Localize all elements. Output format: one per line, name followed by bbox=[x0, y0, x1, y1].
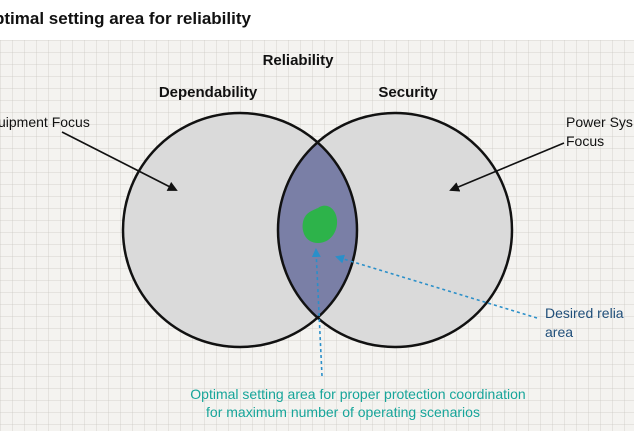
desired-leader-arrow bbox=[335, 254, 538, 319]
figure-title: ptimal setting area for reliability bbox=[0, 9, 251, 28]
power-system-focus-label-line2: Focus bbox=[566, 133, 604, 149]
title-bar: ptimal setting area for reliability bbox=[0, 0, 634, 40]
desired-area-label-line2: area bbox=[545, 324, 573, 340]
power-system-focus-arrow bbox=[449, 142, 565, 192]
equipment-focus-label: uipment Focus bbox=[0, 114, 90, 130]
intersection-region bbox=[278, 113, 357, 347]
desired-area-label-line1: Desired relia bbox=[545, 305, 624, 321]
dependability-circle-outline bbox=[121, 111, 359, 349]
reliability-label: Reliability bbox=[263, 52, 335, 69]
optimal-area-label-line1: Optimal setting area for proper protecti… bbox=[190, 386, 525, 402]
optimal-area-label-line2: for maximum number of operating scenario… bbox=[206, 404, 480, 420]
optimal-area-blob bbox=[302, 205, 338, 243]
power-system-focus-label-line1: Power Sys bbox=[566, 114, 633, 130]
dependability-label: Dependability bbox=[159, 84, 258, 101]
security-label: Security bbox=[378, 84, 438, 101]
security-circle-outline bbox=[276, 111, 514, 349]
equipment-focus-arrow bbox=[61, 131, 178, 191]
